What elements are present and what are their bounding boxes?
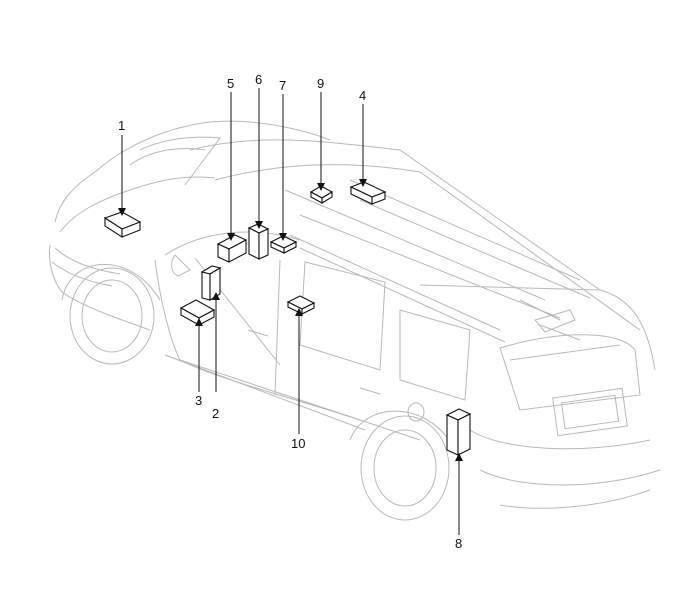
callout-2: 2 [212, 406, 219, 421]
callout-10: 10 [291, 436, 305, 451]
callout-4: 4 [359, 88, 366, 103]
module-2 [200, 265, 222, 301]
callout-7: 7 [279, 78, 286, 93]
module-9 [309, 185, 334, 204]
module-3 [179, 299, 216, 326]
leader-lines [118, 88, 463, 535]
vehicle-body-outline [49, 120, 661, 521]
module-7 [269, 235, 298, 254]
module-6 [247, 223, 270, 260]
callout-1: 1 [118, 118, 125, 133]
module-8 [445, 408, 472, 456]
callout-3: 3 [195, 393, 202, 408]
module-4 [349, 181, 387, 205]
module-5 [216, 234, 248, 263]
callout-8: 8 [455, 536, 462, 551]
callout-5: 5 [227, 76, 234, 91]
callout-labels: 1 2 3 4 5 6 7 8 9 10 [118, 72, 462, 551]
module-1 [103, 211, 142, 239]
callout-9: 9 [317, 76, 324, 91]
callout-6: 6 [255, 72, 262, 87]
module-10 [286, 295, 316, 315]
